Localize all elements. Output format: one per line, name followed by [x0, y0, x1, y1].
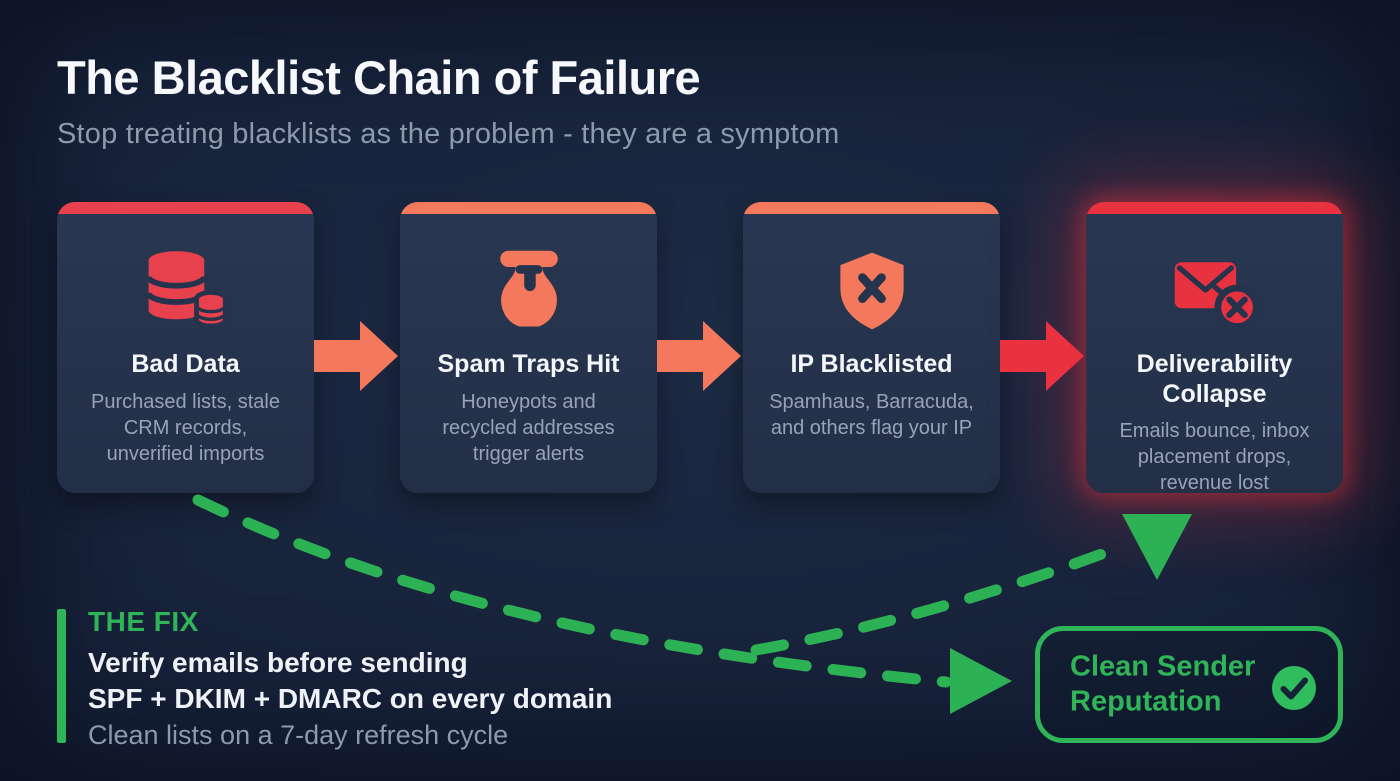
flow-arrow-icon: [1000, 321, 1084, 391]
card-title: Spam Traps Hit: [437, 350, 620, 378]
card-accent-strip: [743, 202, 1000, 214]
card-accent-strip: [1086, 202, 1343, 214]
card-description: Honeypots and recycled addresses trigger…: [442, 390, 615, 465]
card-title: Bad Data: [131, 350, 240, 378]
fix-line: Verify emails before sending: [88, 647, 468, 678]
card-deliverability-collapse: Deliverability Collapse Emails bounce, i…: [1086, 202, 1343, 493]
database-icon: [57, 240, 314, 342]
fix-line: SPF + DKIM + DMARC on every domain: [88, 683, 613, 714]
fix-label: THE FIX: [88, 606, 199, 637]
shield-x-icon: [743, 240, 1000, 342]
card-accent-strip: [57, 202, 314, 214]
arrow-right-icon: [950, 648, 1012, 714]
card-description: Spamhaus, Barracuda, and others flag you…: [769, 390, 974, 439]
card-description: Purchased lists, stale CRM records, unve…: [91, 390, 280, 465]
outcome-label: Clean Sender Reputation: [1070, 650, 1256, 718]
card-accent-strip: [400, 202, 657, 214]
failure-chain: Bad Data Purchased lists, stale CRM reco…: [57, 202, 1343, 493]
card-spam-traps: Spam Traps Hit Honeypots and recycled ad…: [400, 202, 657, 493]
flow-arrow-icon: [314, 321, 398, 391]
email-x-icon: [1086, 240, 1343, 342]
fix-section: THE FIX Verify emails before sending SPF…: [88, 606, 612, 753]
card-description: Emails bounce, inbox placement drops, re…: [1119, 420, 1310, 493]
check-circle-icon: [1272, 666, 1316, 710]
clean-sender-reputation-badge: Clean Sender Reputation: [1035, 626, 1343, 743]
page-subtitle: Stop treating blacklists as the problem …: [57, 118, 840, 150]
honeypot-icon: [400, 240, 657, 342]
card-title: IP Blacklisted: [790, 350, 953, 378]
card-title: Deliverability Collapse: [1136, 350, 1293, 408]
flow-arrow-icon: [657, 321, 741, 391]
fix-accent-bar: [57, 609, 66, 743]
arrow-down-icon: [1122, 514, 1192, 580]
card-ip-blacklisted: IP Blacklisted Spamhaus, Barracuda, and …: [743, 202, 1000, 493]
card-bad-data: Bad Data Purchased lists, stale CRM reco…: [57, 202, 314, 493]
page-title: The Blacklist Chain of Failure: [57, 51, 701, 104]
fix-line: Clean lists on a 7-day refresh cycle: [88, 720, 509, 750]
